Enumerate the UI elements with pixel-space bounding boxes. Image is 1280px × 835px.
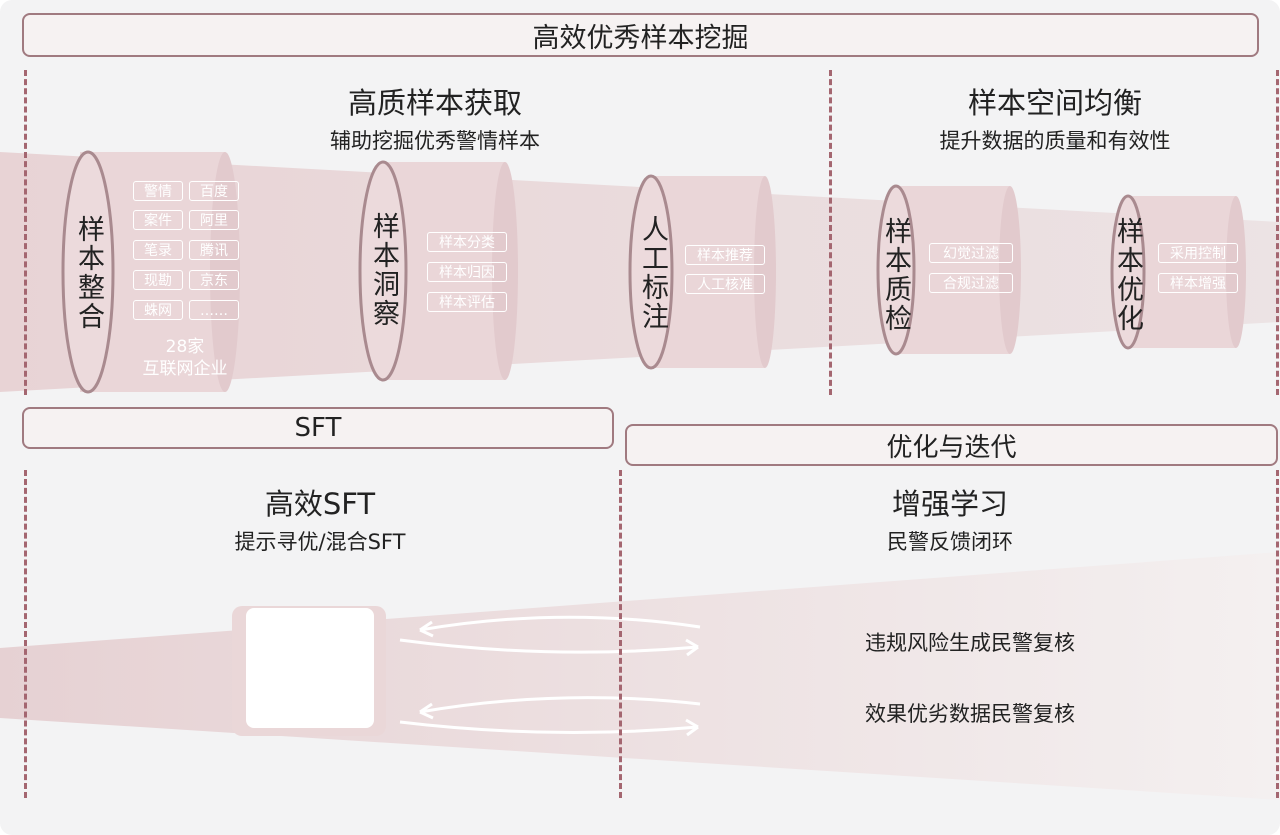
cylinder-integrate [61,150,240,394]
optimize-iterate-bar: 优化与迭代 [625,424,1278,466]
cylinder-qc [876,184,1021,356]
stage-integrate-label: 样本整合 [73,214,104,331]
divider-bottom-right [1276,470,1279,798]
stage-insight-label: 样本洞察 [368,212,399,328]
left-section-title: 高质样本获取 [347,86,522,120]
optimize-iterate-bar-title: 优化与迭代 [886,432,1017,463]
divider-right [1276,70,1279,395]
integrate-note: 28家 互联网企业 [142,337,228,379]
tag-hallucination-filter: 幻觉过滤 [929,243,1013,263]
tag-tencent: 腾讯 [189,240,239,260]
tag-evaluate: 样本评估 [427,292,507,312]
divider-left [24,70,27,395]
feedback-item-quality: 效果优劣数据民警复核 [865,702,1075,726]
tag-baidu: 百度 [189,181,239,201]
top-bar: 高效优秀样本挖掘 [22,13,1259,57]
tag-verify: 人工核准 [685,274,765,294]
tag-case: 案件 [133,210,183,230]
tag-compliance-filter: 合规过滤 [929,273,1013,293]
cylinder-optimize [1110,194,1246,350]
right-section-subtitle: 提升数据的质量和有效性 [939,129,1171,153]
tag-augment: 样本增强 [1158,273,1238,293]
sft-section-title: 高效SFT [264,487,376,521]
top-bar-title: 高效优秀样本挖掘 [532,22,749,54]
sft-bar: SFT [22,407,614,449]
tag-sampling-control: 采用控制 [1158,243,1238,263]
divider-bottom-left [24,470,27,798]
divider-mid [829,70,832,395]
loop-arrows [399,615,701,737]
tag-record: 笔录 [133,240,183,260]
divider-bottom-mid [619,470,622,798]
tag-spider: 蛛网 [133,300,183,320]
tag-classify: 样本分类 [427,232,507,252]
cylinder-insight [358,160,518,382]
sft-bar-title: SFT [294,413,342,443]
right-section-title: 样本空间均衡 [967,86,1142,120]
stage-qc-label: 样本质检 [880,217,911,333]
tag-attribute: 样本归因 [427,262,507,282]
sft-section-subtitle: 提示寻优/混合SFT [234,530,406,554]
lower-beam [0,552,1280,800]
rl-section-title: 增强学习 [891,487,1008,521]
tag-more: …… [189,300,239,320]
tag-survey: 现勘 [133,270,183,290]
tag-alibaba: 阿里 [189,210,239,230]
left-section-subtitle: 辅助挖掘优秀警情样本 [330,129,540,153]
sft-box [232,606,386,736]
rl-section-subtitle: 民警反馈闭环 [887,530,1013,554]
tag-jd: 京东 [189,270,239,290]
feedback-item-risk: 违规风险生成民警复核 [865,631,1075,655]
stage-label-label: 人工标注 [637,214,668,331]
stage-optimize-label: 样本优化 [1112,217,1143,333]
tag-recommend: 样本推荐 [685,245,765,265]
tag-police: 警情 [133,181,183,201]
cylinder-label [628,174,776,370]
